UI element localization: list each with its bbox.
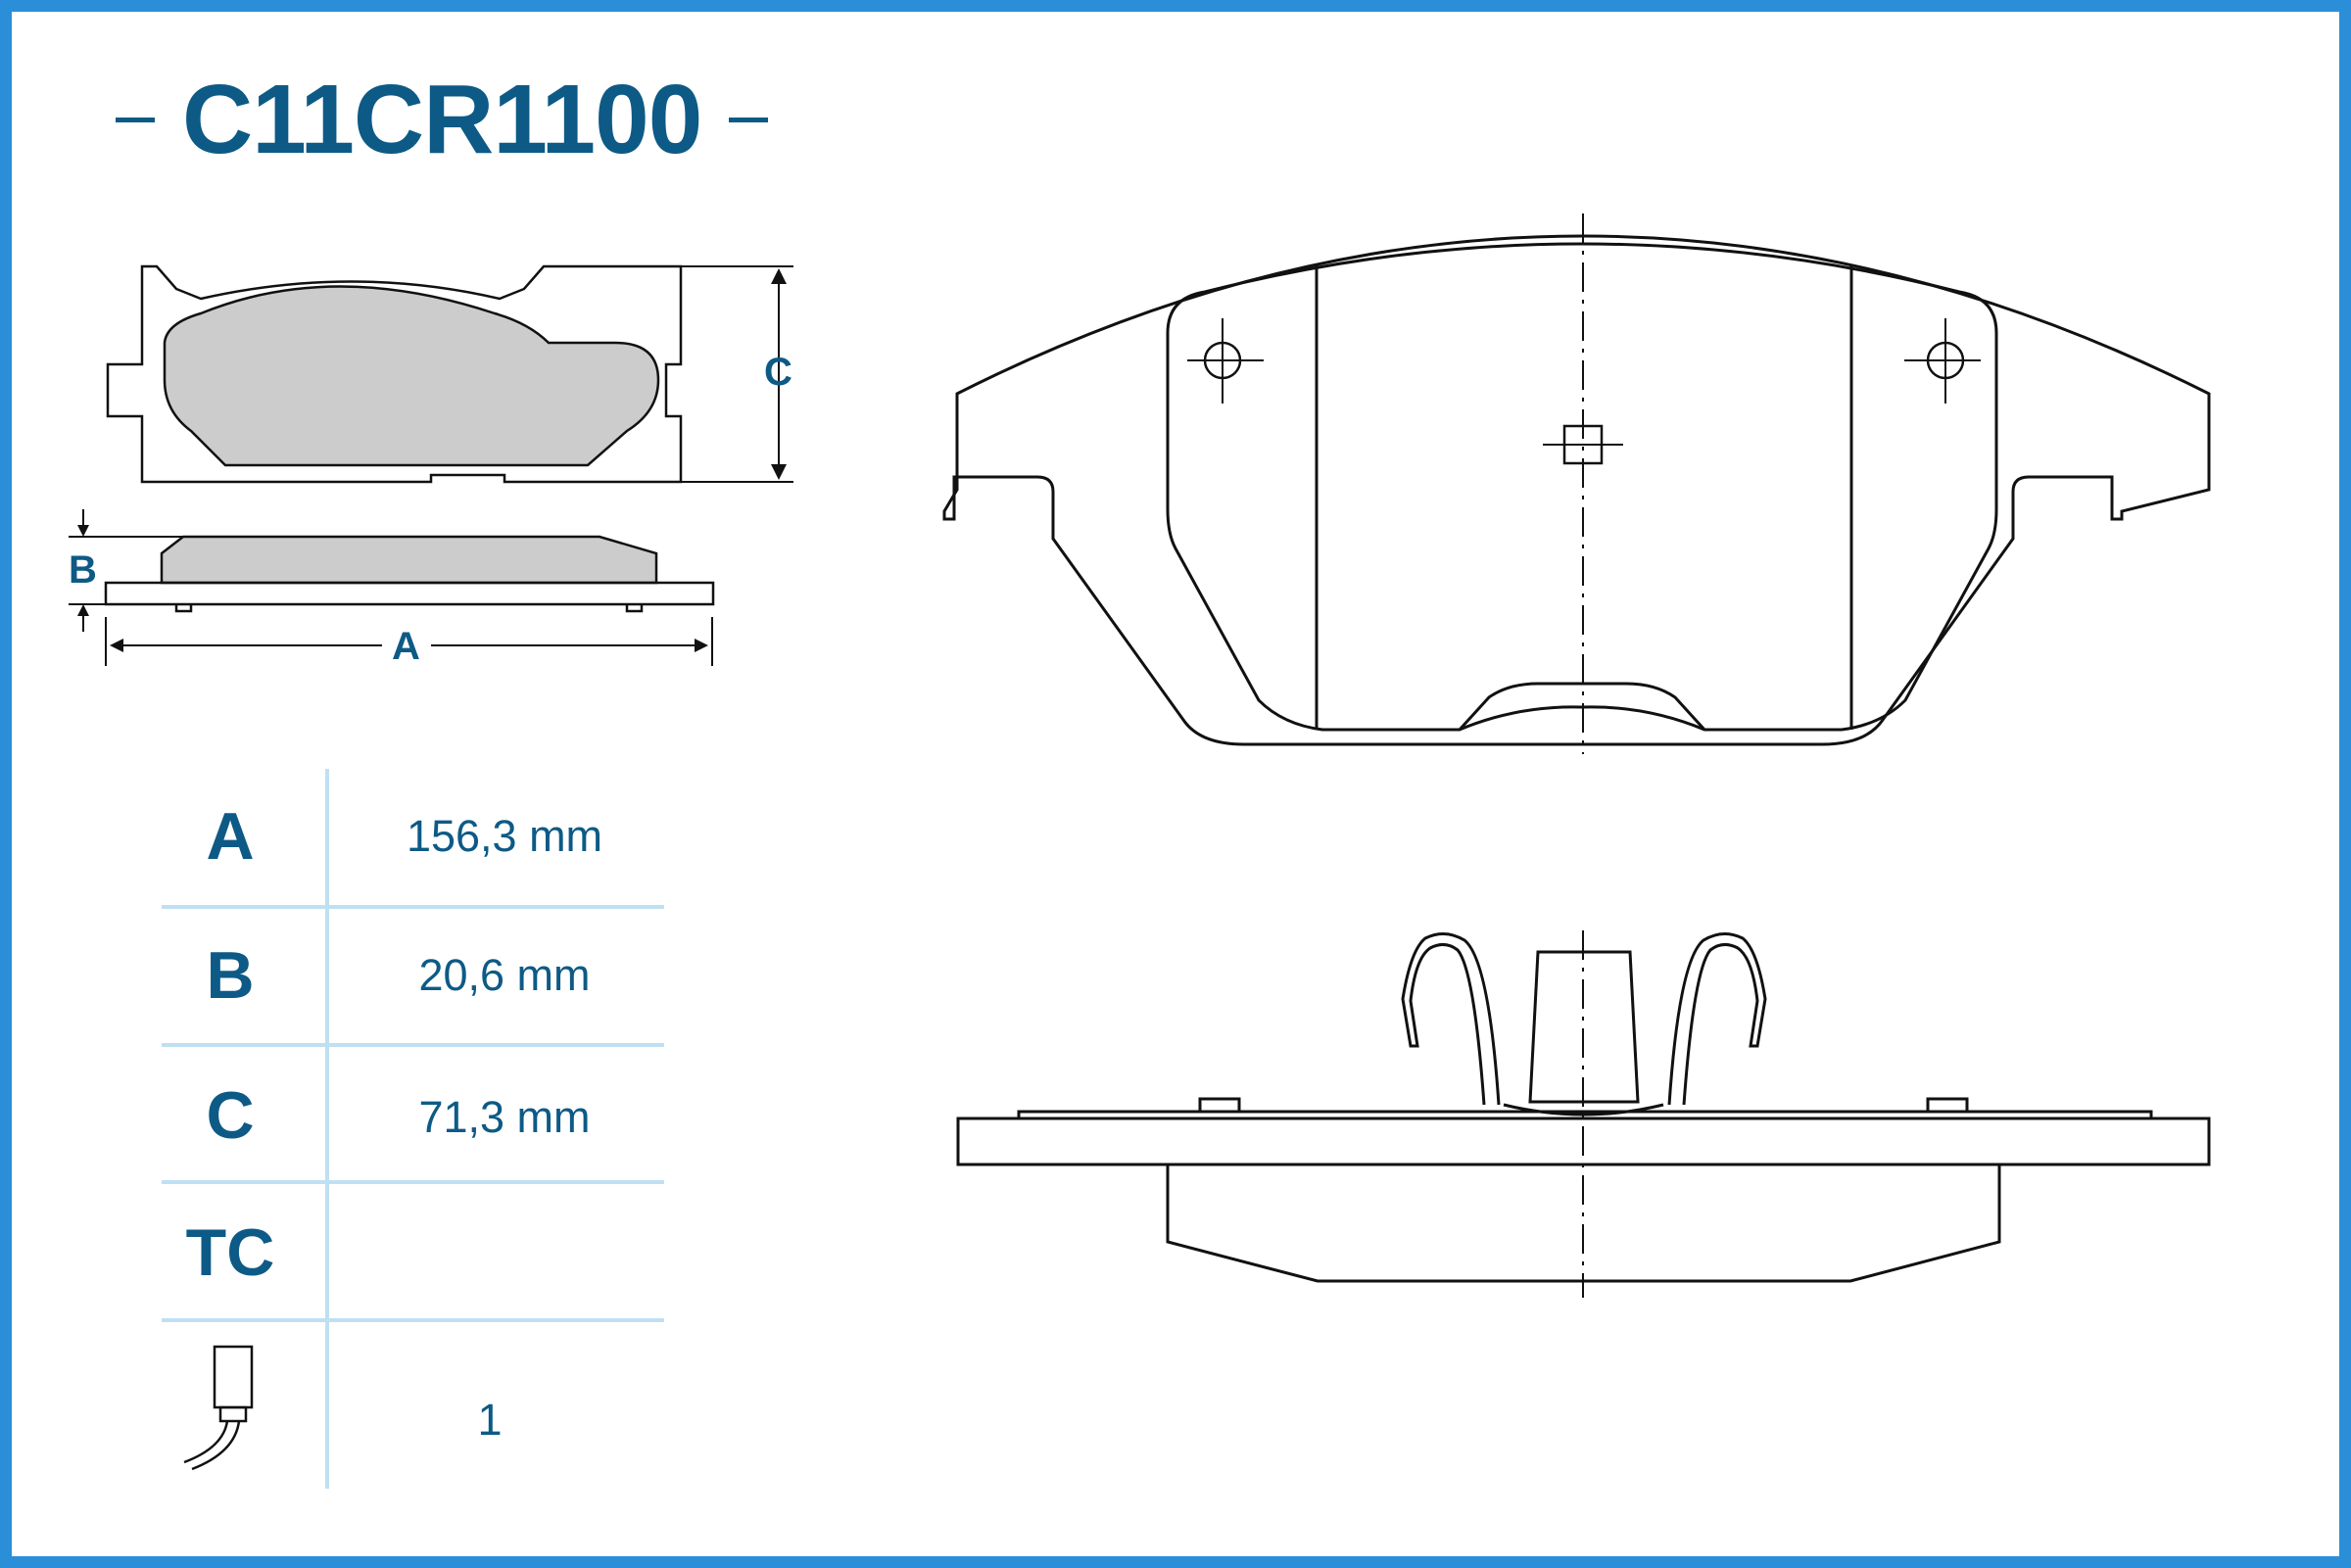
dimension-a (105, 617, 713, 666)
spec-value-sensor: 1 (477, 1395, 503, 1445)
specs-grid (162, 769, 664, 1489)
dimension-c (681, 265, 793, 483)
part-number: C11CR1100 (182, 64, 702, 174)
dim-label-a: A (392, 625, 420, 668)
spec-value-b: 20,6 mm (418, 950, 591, 1000)
dim-label-b: B (69, 548, 97, 592)
large-front-view (942, 214, 2211, 754)
small-front-view (106, 264, 683, 484)
part-title: C11CR1100 (88, 61, 795, 178)
spec-label-tc: TC (185, 1215, 275, 1290)
page-frame (12, 12, 2339, 1556)
large-side-view (956, 930, 2211, 1298)
spec-label-a: A (206, 799, 255, 874)
spec-value-c: 71,3 mm (418, 1092, 591, 1142)
spec-label-c: C (206, 1078, 255, 1153)
title-dash-right (729, 117, 769, 122)
title-dash-left (116, 117, 155, 122)
small-side-view (104, 535, 715, 613)
dimension-b (69, 509, 206, 632)
wear-sensor-icon (183, 1345, 254, 1471)
spec-value-a: 156,3 mm (406, 811, 603, 861)
spec-label-b: B (206, 938, 255, 1013)
dim-label-c: C (764, 351, 792, 394)
